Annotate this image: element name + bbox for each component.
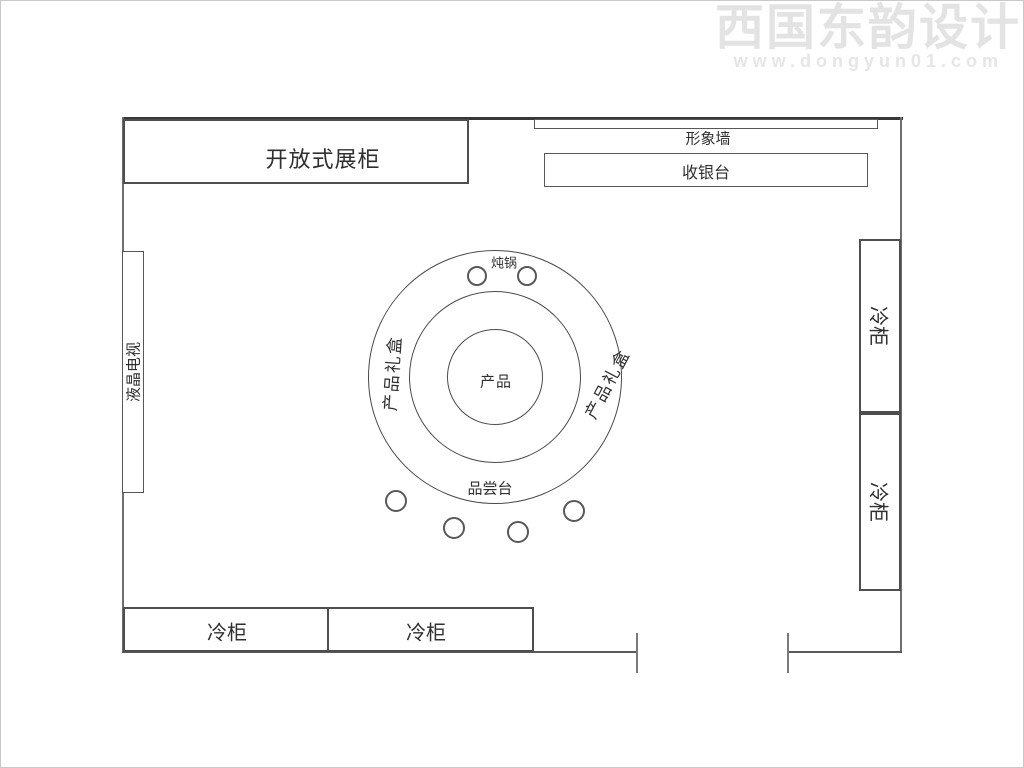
wall-bottom-left-segment bbox=[122, 651, 638, 653]
freezer-bottom-right-label: 冷柜 bbox=[406, 622, 446, 645]
open-display-cabinet-label: 开放式展柜 bbox=[265, 147, 381, 172]
stool-circle-1 bbox=[385, 490, 407, 512]
entrance-jamb-left bbox=[636, 633, 638, 673]
stool-circle-2 bbox=[443, 517, 465, 539]
stew-pot-circle-2 bbox=[517, 266, 537, 286]
freezer-right-top bbox=[859, 239, 901, 413]
center-display-inner-circle bbox=[447, 329, 543, 425]
freezer-bottom-left bbox=[123, 607, 329, 652]
freezer-right-bottom bbox=[859, 413, 901, 591]
lcd-tv bbox=[122, 251, 144, 493]
watermark-brand: 西国东韵设计 bbox=[714, 1, 1021, 55]
gift-box-left-label: 产品礼盒 bbox=[380, 334, 406, 412]
freezer-bottom-right bbox=[327, 607, 534, 652]
wall-bottom-right-segment bbox=[787, 651, 902, 653]
cashier-counter bbox=[544, 153, 868, 187]
cashier-counter-label: 收银台 bbox=[681, 165, 731, 182]
image-wall bbox=[534, 119, 878, 129]
stool-circle-4 bbox=[563, 500, 585, 522]
freezer-right-top-label: 冷柜 bbox=[866, 306, 889, 346]
freezer-bottom-left-label: 冷柜 bbox=[207, 622, 247, 645]
lcd-tv-label: 液晶电视 bbox=[125, 341, 143, 403]
product-label: 产品 bbox=[479, 373, 513, 391]
entrance-jamb-right bbox=[787, 633, 789, 673]
tasting-table-label: 品尝台 bbox=[467, 480, 513, 498]
freezer-right-bottom-label: 冷柜 bbox=[866, 482, 889, 522]
image-wall-label: 形象墙 bbox=[685, 130, 731, 148]
wall-right bbox=[900, 117, 902, 653]
open-display-cabinet bbox=[123, 119, 469, 184]
stool-circle-3 bbox=[507, 521, 529, 543]
center-display-middle-ring bbox=[409, 291, 581, 463]
center-display-outer-ring bbox=[368, 250, 622, 504]
watermark-url: www.dongyun01.com bbox=[733, 51, 1003, 71]
wall-top bbox=[123, 117, 903, 120]
stew-pot-label: 炖锅 bbox=[490, 255, 518, 271]
stew-pot-circle-1 bbox=[467, 266, 487, 286]
